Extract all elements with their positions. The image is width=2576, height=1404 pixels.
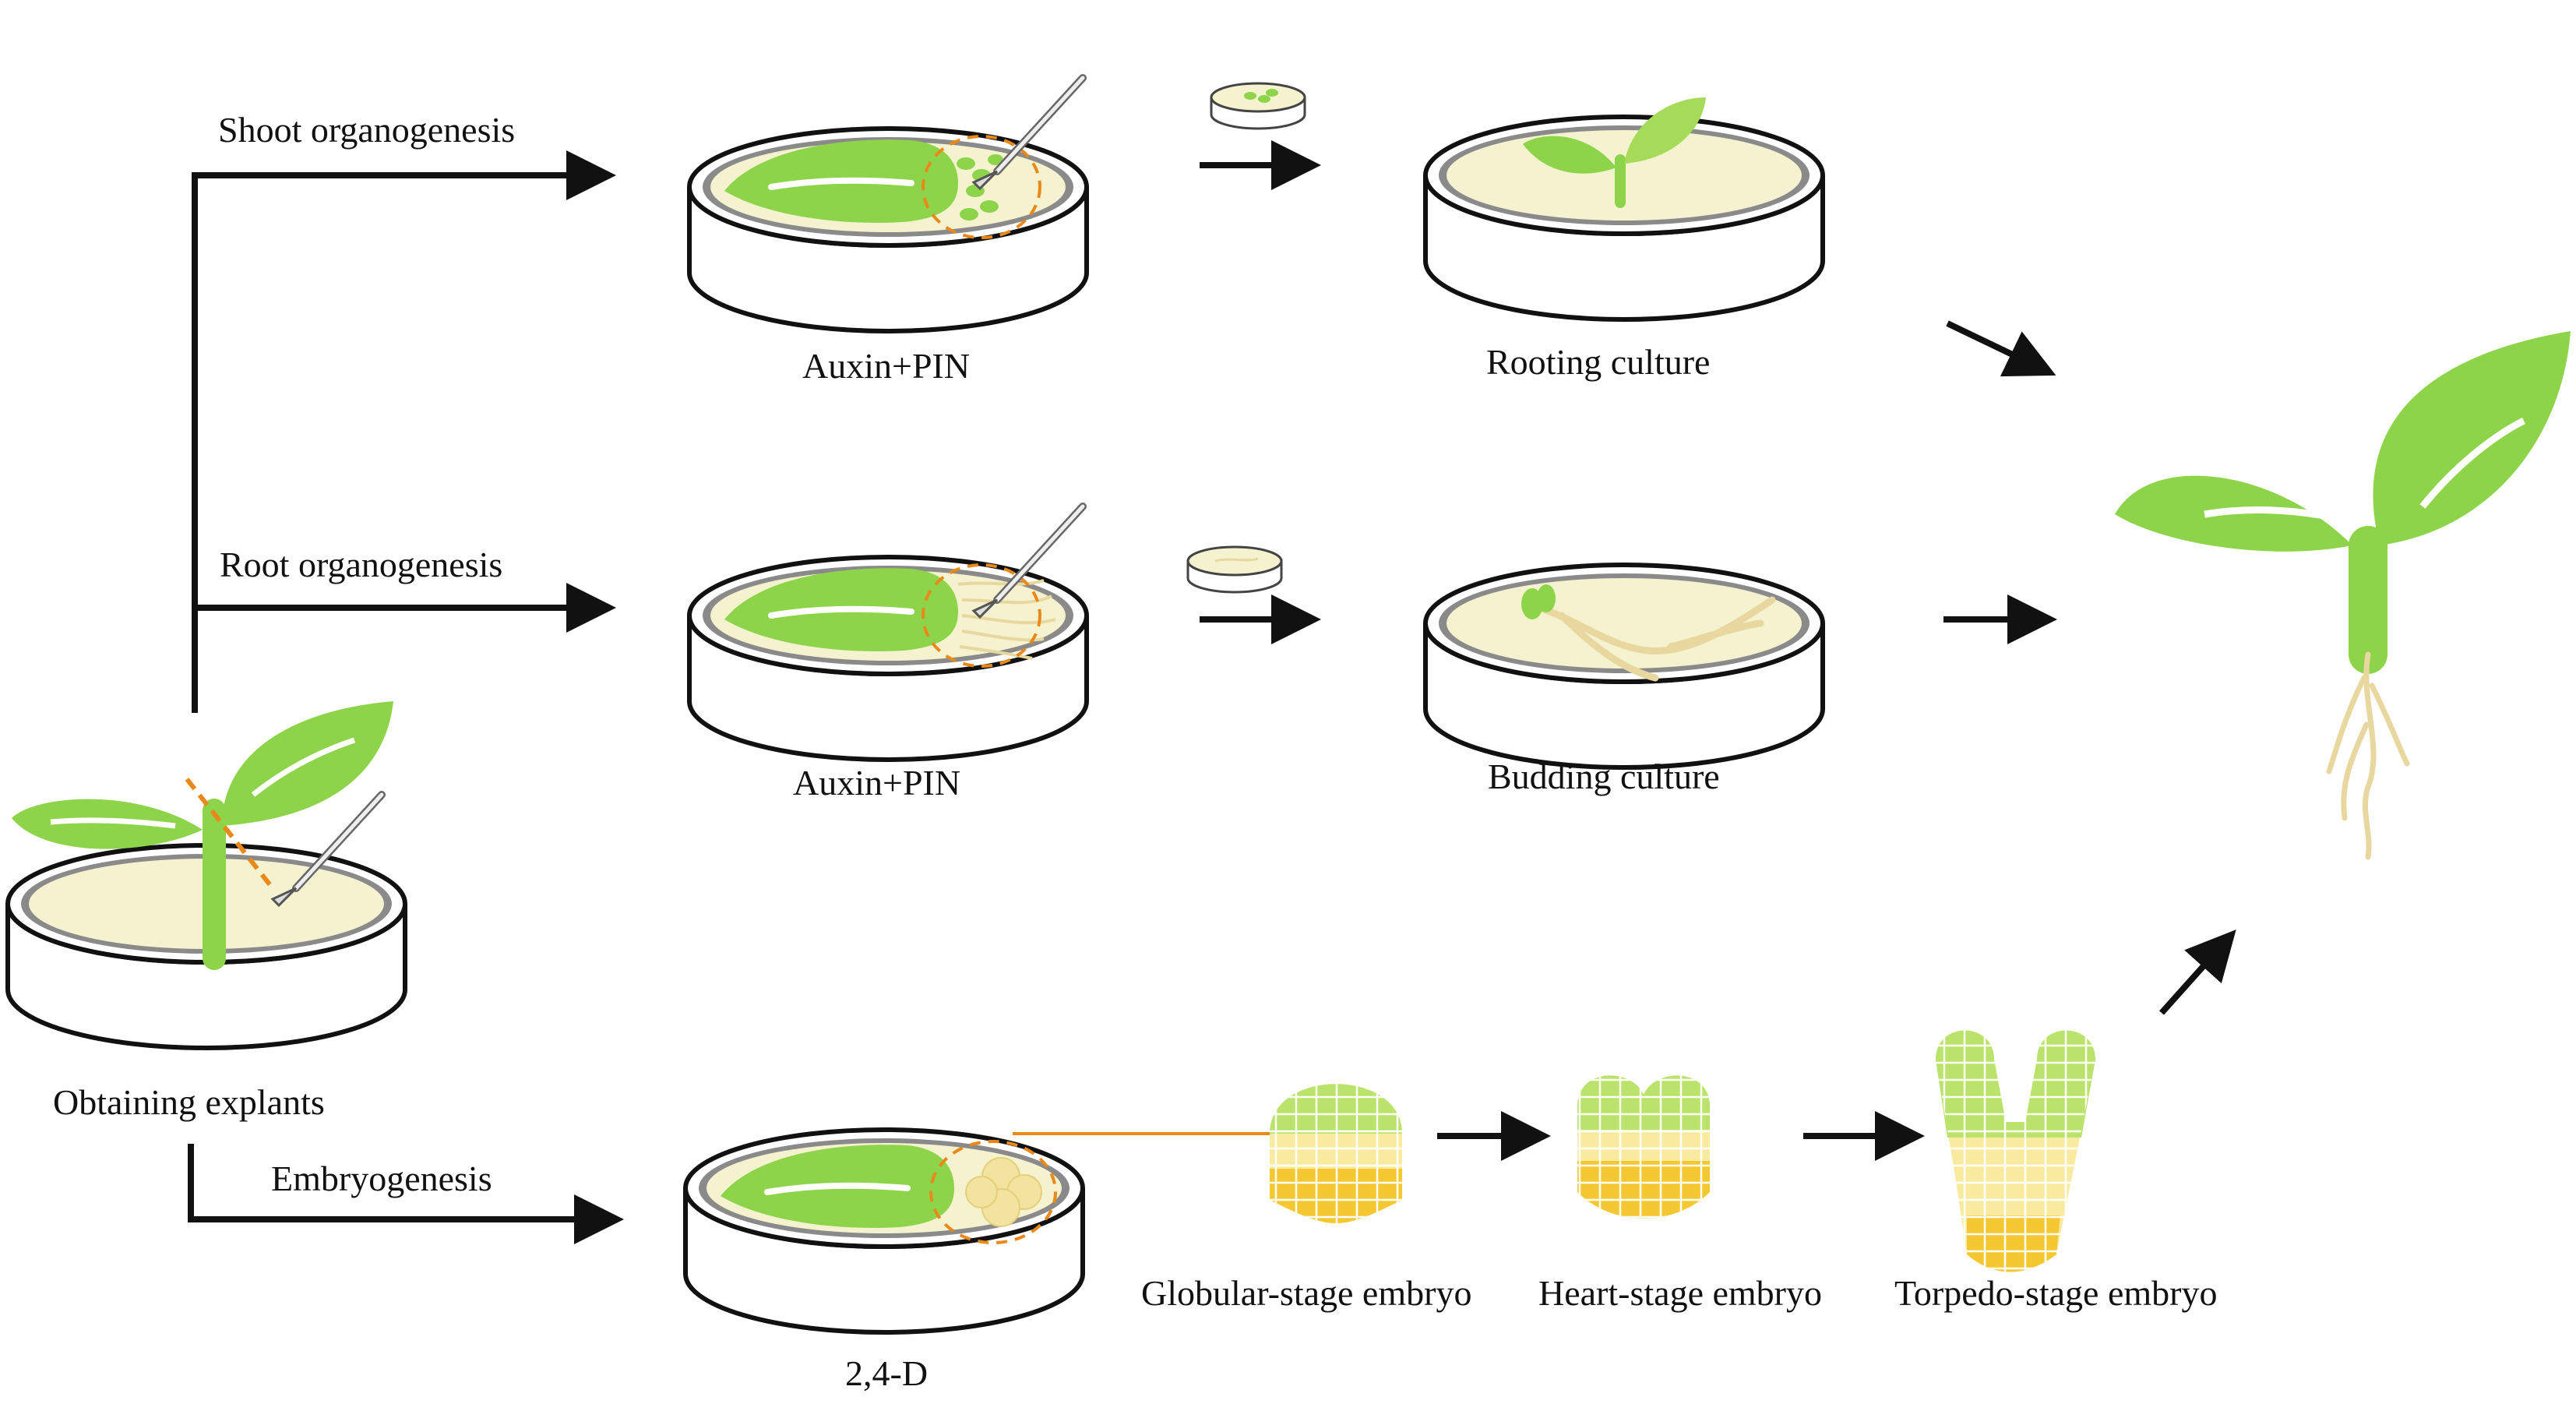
- shoot-dish: [689, 78, 1087, 331]
- explant-dish: [8, 701, 405, 1048]
- label-2-4-d: 2,4-D: [845, 1353, 928, 1393]
- embryo-dish: [685, 1130, 1083, 1332]
- arrow-torpedo-to-plant: [2159, 930, 2236, 1015]
- plantlet-icon: [1523, 97, 1706, 208]
- label-obtaining-explants: Obtaining explants: [53, 1082, 325, 1122]
- label-heart-embryo: Heart-stage embryo: [1538, 1273, 1822, 1313]
- label-globular-embryo: Globular-stage embryo: [1141, 1273, 1471, 1313]
- label-auxin-pin-mid: Auxin+PIN: [793, 763, 960, 803]
- heart-embryo-icon: [1577, 1075, 1710, 1219]
- label-root-organogenesis: Root organogenesis: [220, 545, 502, 584]
- plant-icon: [12, 701, 393, 970]
- globular-embryo-icon: [1270, 1084, 1402, 1223]
- callus-icon: [965, 1157, 1042, 1227]
- budding-dish: [1425, 565, 1823, 767]
- mini-dish-icon-mid: [1186, 545, 1283, 594]
- label-budding-culture: Budding culture: [1488, 757, 1720, 796]
- label-rooting-culture: Rooting culture: [1486, 342, 1710, 382]
- root-system-icon: [2326, 651, 2410, 860]
- mini-dish-icon-top: [1210, 82, 1306, 130]
- label-torpedo-embryo: Torpedo-stage embryo: [1894, 1273, 2217, 1313]
- root-explant-icon: [1535, 596, 1776, 682]
- torpedo-embryo-icon: [1936, 1030, 2095, 1272]
- label-embryogenesis: Embryogenesis: [271, 1159, 492, 1198]
- arrow-rooting-to-plant: [1946, 320, 2056, 377]
- shoot-branch-line: [192, 150, 616, 713]
- label-auxin-pin-top: Auxin+PIN: [802, 346, 970, 386]
- regenerated-plant-icon: [2115, 331, 2571, 860]
- root-dish: [689, 506, 1087, 760]
- embryo-branch-line: [188, 1144, 624, 1244]
- flow-lines: [188, 140, 2236, 1244]
- label-shoot-organogenesis: Shoot organogenesis: [218, 110, 515, 150]
- adventitious-roots: [957, 579, 1056, 660]
- rooting-dish: [1425, 97, 1823, 319]
